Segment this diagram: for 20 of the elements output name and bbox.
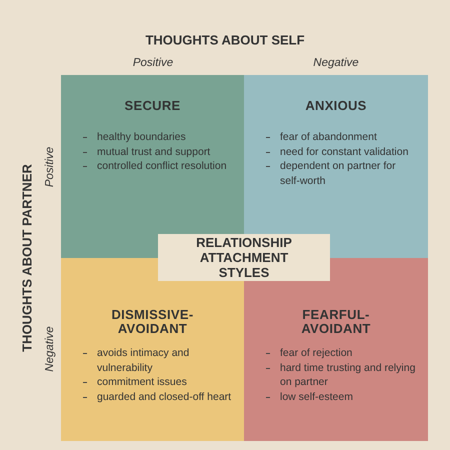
title-box [158,234,330,281]
list-item-text: fear of abandonment [280,131,377,143]
axis-value-label: Positive [132,57,174,69]
title-text: RELATIONSHIP ATTACHMENT STYLES [195,235,293,280]
quadrant-heading: FEARFUL-AVOIDANT [300,308,372,336]
list-item-text: guarded and closed-off heart [97,390,232,402]
axis-title: THOUGHTS ABOUT PARTNER [20,164,34,352]
list-item-text: controlled conflict resolution [97,160,227,172]
list-item-text: dependent on partner for self-worth [280,160,396,186]
quadrant-heading: ANXIOUS [304,99,368,113]
axis-value-label: Positive [44,146,56,188]
list-item-text: low self-esteem [280,390,353,402]
list-item-text: fear of rejection [280,347,352,359]
quadrant-heading: DISMISSIVE-AVOIDANT [110,308,195,336]
axis-title: THOUGHTS ABOUT SELF [145,32,305,48]
quadrant-heading: SECURE [124,99,182,113]
list-item-text: mutual trust and support [97,146,210,158]
list-item-text: healthy boundaries [97,131,186,143]
list-item-text: need for constant validation [280,146,408,158]
list-item-text: commitment issues [97,376,187,388]
